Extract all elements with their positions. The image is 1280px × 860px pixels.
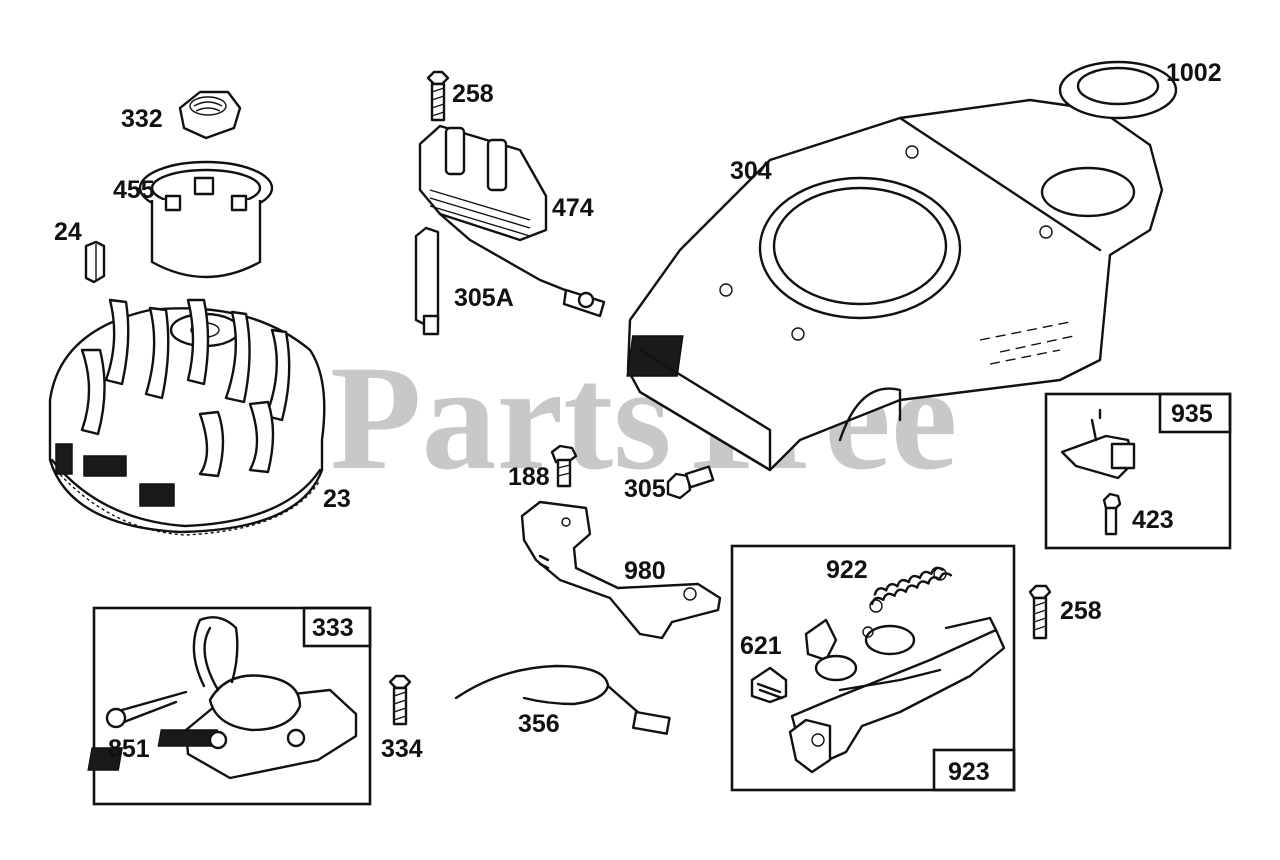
- part-356-ground-wire[interactable]: [454, 664, 671, 735]
- callout-980: 980: [624, 557, 666, 585]
- part-332-nut[interactable]: [178, 90, 242, 140]
- callout-851: 851: [108, 735, 150, 763]
- callout-305: 305: [624, 475, 666, 503]
- callout-922: 922: [826, 556, 868, 584]
- box-label-333: 333: [312, 614, 354, 642]
- part-258-screw-right[interactable]: [1028, 584, 1052, 640]
- callout-258-right: 258: [1060, 597, 1102, 625]
- callout-332: 332: [121, 105, 163, 133]
- callout-455: 455: [113, 176, 155, 204]
- part-621-link[interactable]: [750, 666, 788, 704]
- part-455-fan-cup[interactable]: [138, 160, 274, 279]
- part-304-blower-housing[interactable]: [626, 98, 1164, 472]
- part-923-governor-bracket[interactable]: [788, 616, 1006, 774]
- part-305a-stud[interactable]: [414, 226, 440, 336]
- part-980-bracket[interactable]: [520, 500, 722, 640]
- callout-258-top: 258: [452, 80, 494, 108]
- part-423-screw[interactable]: [1102, 492, 1122, 536]
- part-334-screw[interactable]: [388, 674, 412, 726]
- part-305-bolt[interactable]: [666, 465, 715, 500]
- callout-423: 423: [1132, 506, 1174, 534]
- box-923[interactable]: [730, 544, 1016, 792]
- callout-304: 304: [730, 157, 772, 185]
- callout-23: 23: [323, 485, 351, 513]
- callout-474: 474: [552, 194, 594, 222]
- box-label-923: 923: [948, 758, 990, 786]
- box-935[interactable]: [1044, 392, 1232, 550]
- part-188-bolt[interactable]: [550, 444, 578, 488]
- box-label-935: 935: [1171, 400, 1213, 428]
- callout-188: 188: [508, 463, 550, 491]
- callout-24: 24: [54, 218, 82, 246]
- box-333[interactable]: [87, 606, 372, 806]
- callout-356: 356: [518, 710, 560, 738]
- part-922-spring[interactable]: [869, 566, 953, 613]
- part-1002-grommet[interactable]: [1058, 60, 1178, 120]
- callout-305a: 305A: [454, 284, 514, 312]
- callout-1002: 1002: [1166, 59, 1222, 87]
- part-24-key[interactable]: [84, 240, 106, 284]
- part-23-flywheel[interactable]: [48, 298, 326, 536]
- part-333-ignition-module[interactable]: [87, 616, 358, 780]
- callout-621: 621: [740, 632, 782, 660]
- part-474-armature[interactable]: [418, 124, 606, 318]
- part-935-switch[interactable]: [1060, 408, 1136, 480]
- callout-334: 334: [381, 735, 423, 763]
- part-258-screw-top[interactable]: [426, 70, 450, 122]
